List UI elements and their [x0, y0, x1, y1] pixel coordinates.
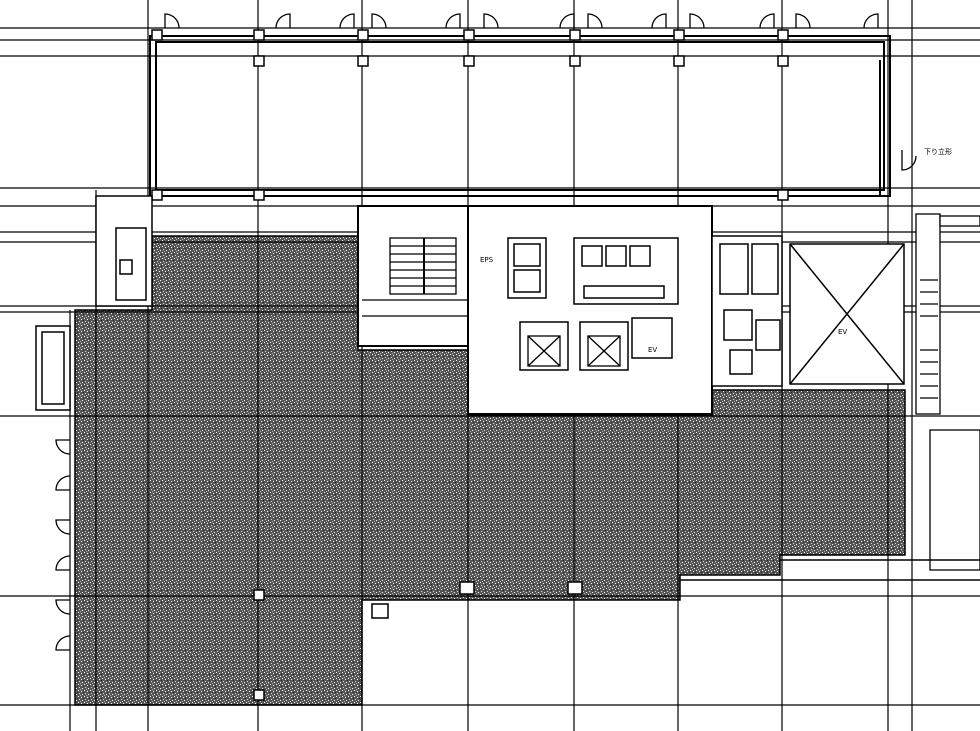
void: [789, 243, 905, 385]
right-core: [711, 235, 783, 387]
door-swing-icon: [164, 13, 180, 29]
upper-wing: [149, 35, 891, 197]
door-swings-left: [55, 439, 71, 651]
elevator-shaft-icon: [527, 335, 561, 367]
room-label-ev: EV: [648, 346, 657, 354]
column-icon: [151, 29, 163, 41]
left-annex: [35, 195, 153, 411]
room-label-eps: EPS: [480, 256, 494, 264]
elevator-shafts: [527, 335, 621, 367]
exterior-note: 下り立形: [924, 147, 952, 156]
exterior-stair: [901, 150, 980, 571]
stair-core: [357, 205, 469, 347]
void-label: EV: [838, 328, 847, 336]
door-swings-top: [164, 13, 879, 29]
columns: [151, 29, 789, 701]
lower-right-extension: [371, 559, 980, 619]
service-core: [467, 205, 713, 415]
